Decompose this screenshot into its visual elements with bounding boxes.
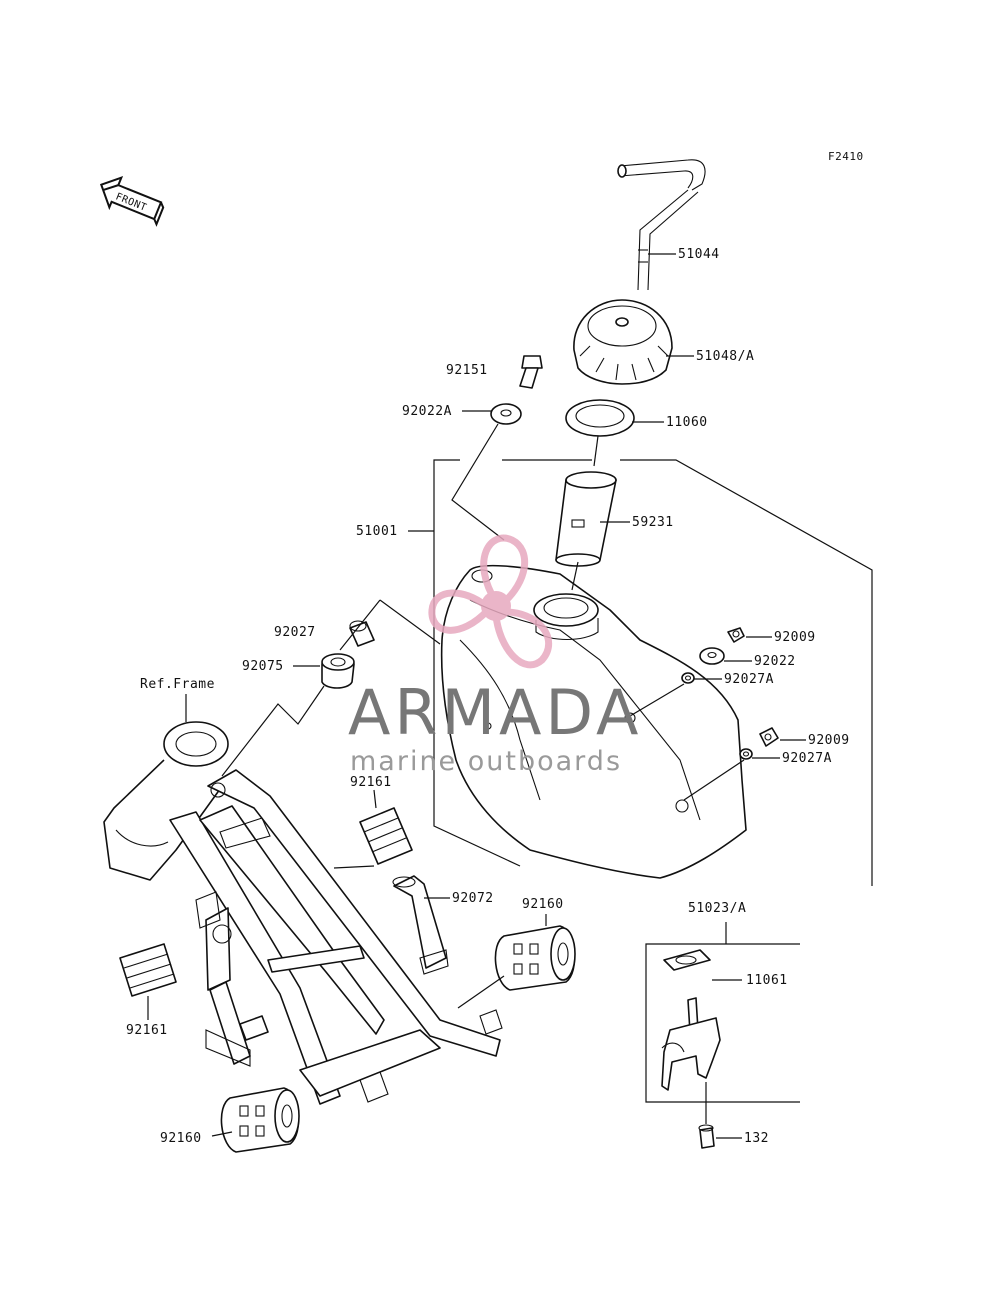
washer-92022 <box>699 647 725 665</box>
label-92075: 92075 <box>242 659 284 674</box>
label-92027a-2: 92027A <box>782 751 832 766</box>
gasket-11060 <box>565 399 635 437</box>
rubber-92160-2 <box>220 1087 300 1153</box>
label-92009-2: 92009 <box>808 733 850 748</box>
filter-59231 <box>555 471 617 567</box>
grommet-92075 <box>321 653 355 689</box>
diagram-code: F2410 <box>828 150 864 163</box>
bolt-92151 <box>519 355 543 389</box>
damper-92027 <box>349 620 375 647</box>
label-51048a: 51048/A <box>696 349 754 364</box>
label-92022a: 92022A <box>402 404 452 419</box>
washer-92022a <box>490 403 522 425</box>
label-92009-1: 92009 <box>774 630 816 645</box>
damper-92027a-2 <box>739 748 753 760</box>
front-arrow-icon: FRONT <box>99 176 165 227</box>
label-92072: 92072 <box>452 891 494 906</box>
watermark: ARMADA marine outboards <box>348 534 642 777</box>
label-11061: 11061 <box>746 973 788 988</box>
label-92022: 92022 <box>754 654 796 669</box>
label-92160-1: 92160 <box>522 897 564 912</box>
label-51001: 51001 <box>356 524 398 539</box>
screw-132 <box>698 1124 715 1149</box>
leader-lines <box>147 253 806 1139</box>
label-ref-frame: Ref.Frame <box>140 677 215 692</box>
label-92027: 92027 <box>274 625 316 640</box>
tap-group-outline <box>645 922 800 1103</box>
label-132: 132 <box>744 1131 769 1146</box>
tank-group-outline <box>433 459 873 886</box>
label-59231: 59231 <box>632 515 674 530</box>
label-51023a: 51023/A <box>688 901 746 916</box>
pad-92161-2 <box>119 943 177 997</box>
cap-92009-1 <box>727 627 745 643</box>
label-92160-2: 92160 <box>160 1131 202 1146</box>
watermark-brand: ARMADA <box>348 676 642 749</box>
label-11060: 11060 <box>666 415 708 430</box>
damper-92027a-1 <box>681 672 695 684</box>
label-51044: 51044 <box>678 247 720 262</box>
vent-hose <box>617 159 706 291</box>
propeller-logo-icon <box>428 534 553 669</box>
pad-92161-1 <box>359 807 413 865</box>
watermark-tagline: marine outboards <box>350 746 622 777</box>
frame <box>103 721 503 1105</box>
label-92161-2: 92161 <box>126 1023 168 1038</box>
cap-92009-2 <box>759 727 779 747</box>
band-92072 <box>392 875 449 975</box>
fuel-cap <box>573 299 673 385</box>
label-92161-1: 92161 <box>350 775 392 790</box>
label-92027a-1: 92027A <box>724 672 774 687</box>
label-92151: 92151 <box>446 363 488 378</box>
rubber-92160-1 <box>494 925 576 991</box>
fuel-tap <box>661 949 721 1091</box>
